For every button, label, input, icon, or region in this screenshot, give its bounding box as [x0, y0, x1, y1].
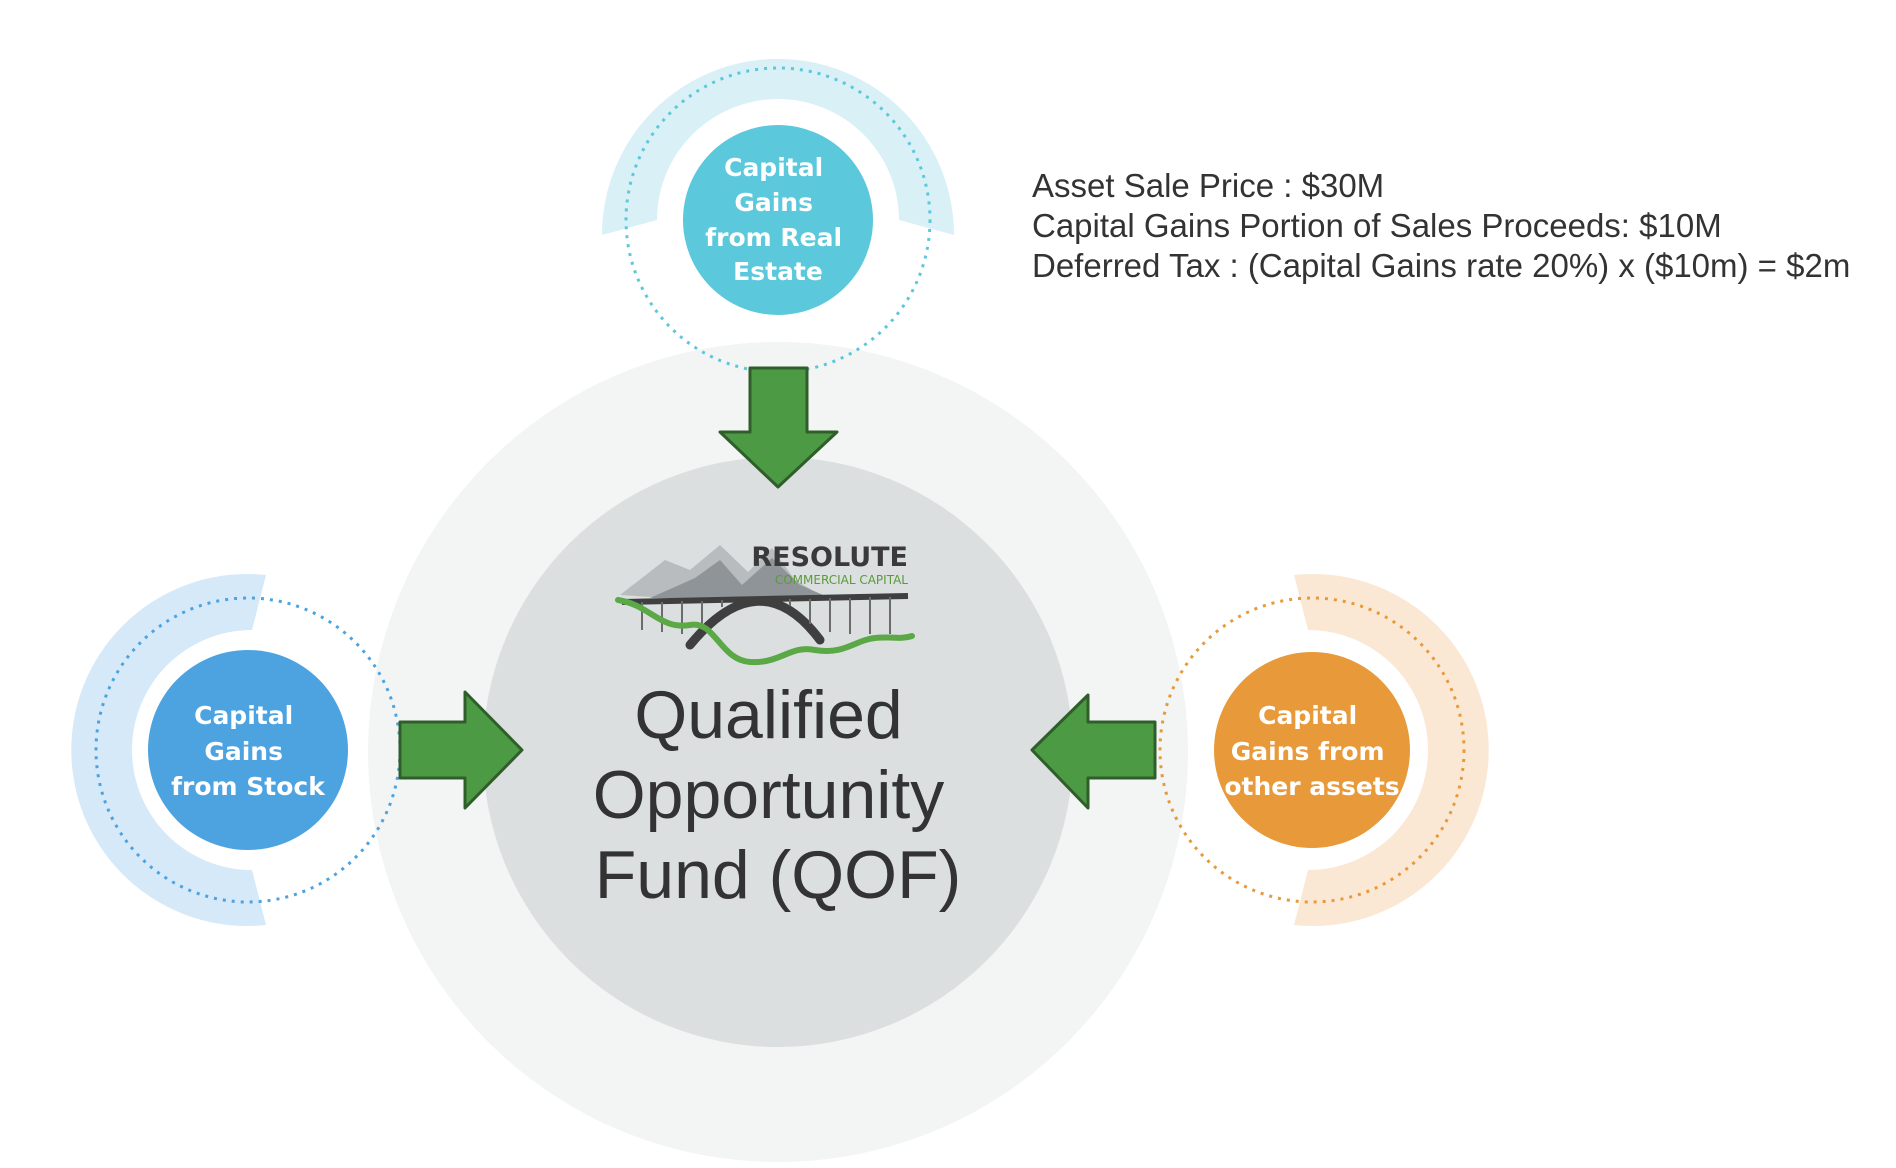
other-assets-circle [1214, 652, 1410, 848]
svg-text:Capital Gains from: Capital Gains from Real Estate [705, 153, 851, 286]
real-estate-line-3: from Real [705, 223, 842, 252]
info-line-sale-price: Asset Sale Price : $30M [1032, 167, 1384, 204]
arrow-right-icon [398, 690, 524, 810]
svg-text:Capital Gains from: Capital Gains from other assets [1224, 701, 1399, 801]
logo-name: RESOLUTE [751, 542, 908, 573]
stock-line-1: Capital [194, 701, 293, 730]
source-real-estate: Capital Gains from Real Estate [602, 58, 955, 374]
other-assets-arc-band [1294, 574, 1489, 927]
real-estate-line-4: Estate [733, 257, 823, 286]
river-icon [615, 597, 915, 666]
qof-title-line-2: Opportunity [593, 757, 945, 833]
mountain-front-icon [650, 558, 830, 598]
info-line-deferred-tax: Deferred Tax : (Capital Gains rate 20%) … [1032, 247, 1850, 284]
arrow-down-icon [718, 366, 839, 489]
bridge-deck-icon [621, 593, 909, 605]
svg-text:Asset Sale Price : $30M Ca: Asset Sale Price : $30M Capital Gains Po… [1032, 167, 1850, 284]
other-assets-line-1: Capital [1258, 701, 1357, 730]
stock-line-2: Gains [204, 737, 283, 766]
stock-arc-band [71, 574, 266, 927]
real-estate-line-2: Gains [734, 188, 813, 217]
svg-text:Capital Gains from: Capital Gains from Stock [171, 701, 326, 801]
arrow-left-icon [1030, 693, 1157, 810]
other-assets-line-3: other assets [1224, 772, 1399, 801]
other-assets-line-2: Gains from [1231, 737, 1385, 766]
svg-text:Qualified Opportunity: Qualified Opportunity Fund (QOF) [593, 677, 963, 913]
other-assets-dotted-ring [1158, 596, 1466, 904]
logo-tagline: COMMERCIAL CAPITAL [775, 573, 908, 587]
real-estate-circle [683, 125, 873, 315]
source-other-assets: Capital Gains from other assets [1158, 574, 1489, 927]
resolute-logo: RESOLUTE COMMERCIAL CAPITAL [615, 542, 915, 666]
real-estate-dotted-ring [624, 66, 932, 374]
real-estate-line-1: Capital [724, 153, 823, 182]
qof-title-line-3: Fund (QOF) [595, 837, 962, 913]
info-line-capital-gains: Capital Gains Portion of Sales Proceeds:… [1032, 207, 1722, 244]
real-estate-arc-band [602, 58, 955, 235]
stock-circle [148, 650, 348, 850]
source-stock: Capital Gains from Stock [71, 574, 402, 927]
qof-title-line-1: Qualified [634, 677, 902, 753]
stock-line-3: from Stock [171, 772, 326, 801]
